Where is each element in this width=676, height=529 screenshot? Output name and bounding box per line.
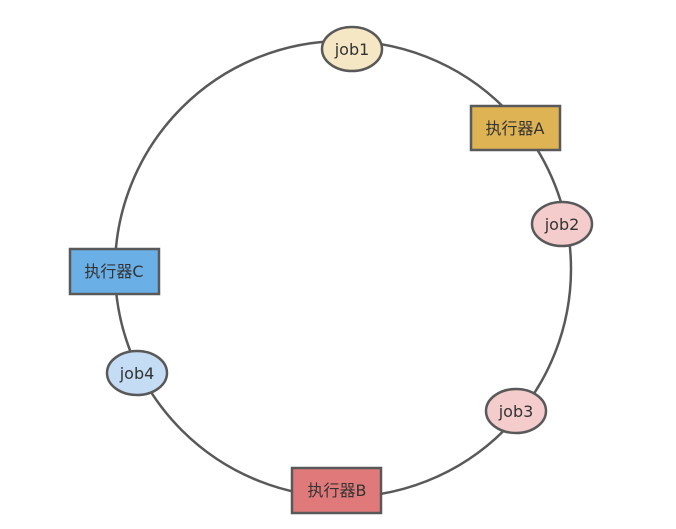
job-label: job1 — [334, 40, 370, 59]
executor-node-a: 执行器A — [469, 104, 562, 152]
executor-label: 执行器C — [84, 262, 143, 281]
job-ellipse — [530, 200, 594, 248]
executor-node-c: 执行器C — [68, 247, 161, 296]
executor-label: 执行器A — [486, 119, 545, 138]
job-label: job3 — [498, 402, 534, 421]
job-label: job4 — [119, 364, 155, 383]
job-ellipse — [484, 387, 548, 435]
job-ellipse — [105, 349, 169, 397]
executor-label: 执行器B — [308, 481, 367, 500]
executor-box — [469, 104, 562, 152]
executor-box — [290, 466, 383, 515]
executor-box — [68, 247, 161, 296]
executor-node-b: 执行器B — [290, 466, 383, 515]
job-node-1: job1 — [320, 25, 384, 73]
job-ellipse — [320, 25, 384, 73]
job-node-3: job3 — [484, 387, 548, 435]
job-node-4: job4 — [105, 349, 169, 397]
job-node-2: job2 — [530, 200, 594, 248]
job-label: job2 — [544, 215, 580, 234]
